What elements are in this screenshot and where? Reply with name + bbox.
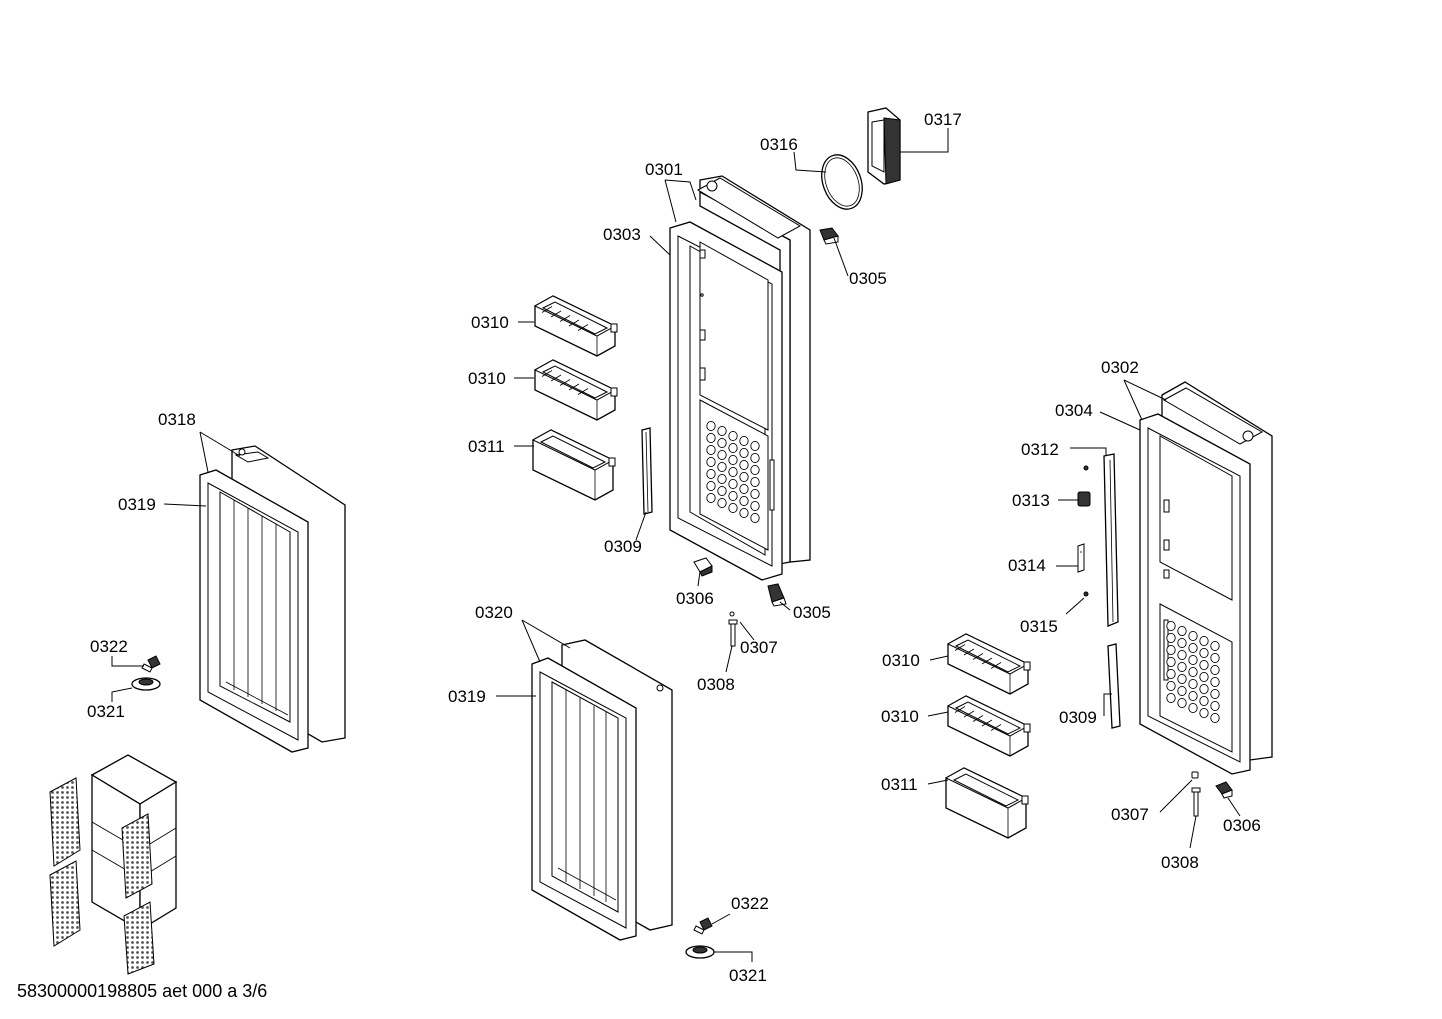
pin-0308 [728,619,738,647]
shelf-0310-d [946,695,1031,757]
label-0319-b: 0319 [448,687,486,706]
hinge-0306-right [1215,781,1233,799]
label-0309-a: 0309 [604,537,642,556]
label-0308-b: 0308 [1161,853,1199,872]
ring-0316 [821,154,863,210]
hinge-0306-center [693,557,713,577]
left-freezer-door [199,445,346,753]
label-0304: 0304 [1055,401,1093,420]
label-0310-b: 0310 [468,369,506,388]
hinge-0322-left [141,655,161,673]
label-0310-c: 0310 [882,651,920,670]
upper-door-assembly [669,175,811,581]
shelf-0311-a [531,429,616,501]
label-0301: 0301 [645,160,683,179]
part-0313 [1077,491,1091,507]
label-0310-a: 0310 [471,313,509,332]
label-0322-b: 0322 [731,894,769,913]
screw-0315 [1083,591,1089,597]
label-0321-b: 0321 [729,966,767,985]
label-0311-b: 0311 [881,775,918,794]
shelf-0310-b [533,359,618,421]
label-0306-b: 0306 [1223,816,1261,835]
label-0321-a: 0321 [87,702,125,721]
label-0315: 0315 [1020,617,1058,636]
label-0318: 0318 [158,410,196,429]
shelf-0310-a [533,295,618,357]
door-shelves-center [531,295,618,501]
label-0316: 0316 [760,135,798,154]
vent-holes [1166,620,1220,724]
leader-lines [111,128,1241,962]
screw-cap-0307 [729,611,735,617]
vent-holes [706,420,760,524]
part-0314 [1077,543,1085,573]
hinge-0321-bottom [685,945,715,959]
strip-0312 [1103,453,1119,627]
label-0317: 0317 [924,110,962,129]
label-0312: 0312 [1021,440,1059,459]
label-0307-a: 0307 [740,638,778,657]
shelf-0311-b [944,767,1029,839]
label-0302: 0302 [1101,358,1139,377]
pin-0308-right [1191,787,1201,817]
label-0309-b: 0309 [1059,708,1097,727]
label-0319-a: 0319 [118,495,156,514]
label-0307-b: 0307 [1111,805,1149,824]
label-0320: 0320 [475,603,513,622]
document-reference: 58300000198805 aet 000 a 3/6 [17,981,267,1001]
door-shelves-right [944,633,1031,839]
appliance-overview-icon [49,754,178,975]
label-0322-a: 0322 [90,637,128,656]
label-0308-a: 0308 [697,675,735,694]
strip-0309-right [1107,643,1121,729]
hinge-0321-left [131,677,161,691]
hinge-0322-bottom [693,917,713,935]
label-0306-a: 0306 [676,589,714,608]
label-0310-d: 0310 [881,707,919,726]
cap-0307-right [1191,771,1199,779]
label-0305-bottom: 0305 [793,603,831,622]
label-0305-top: 0305 [849,269,887,288]
cover-0317 [867,107,901,185]
label-0303: 0303 [603,225,641,244]
label-0314: 0314 [1008,556,1046,575]
shelf-0310-c [946,633,1031,695]
label-0311-a: 0311 [468,437,505,456]
screw-0312 [1083,465,1089,471]
strip-0309-center [641,427,653,515]
hinge-0305-bottom [767,583,787,607]
label-0313: 0313 [1012,491,1050,510]
lower-freezer-door [531,639,673,941]
part-labels: 0301 0303 0316 0317 0305 0310 0310 0311 … [17,110,1261,1001]
